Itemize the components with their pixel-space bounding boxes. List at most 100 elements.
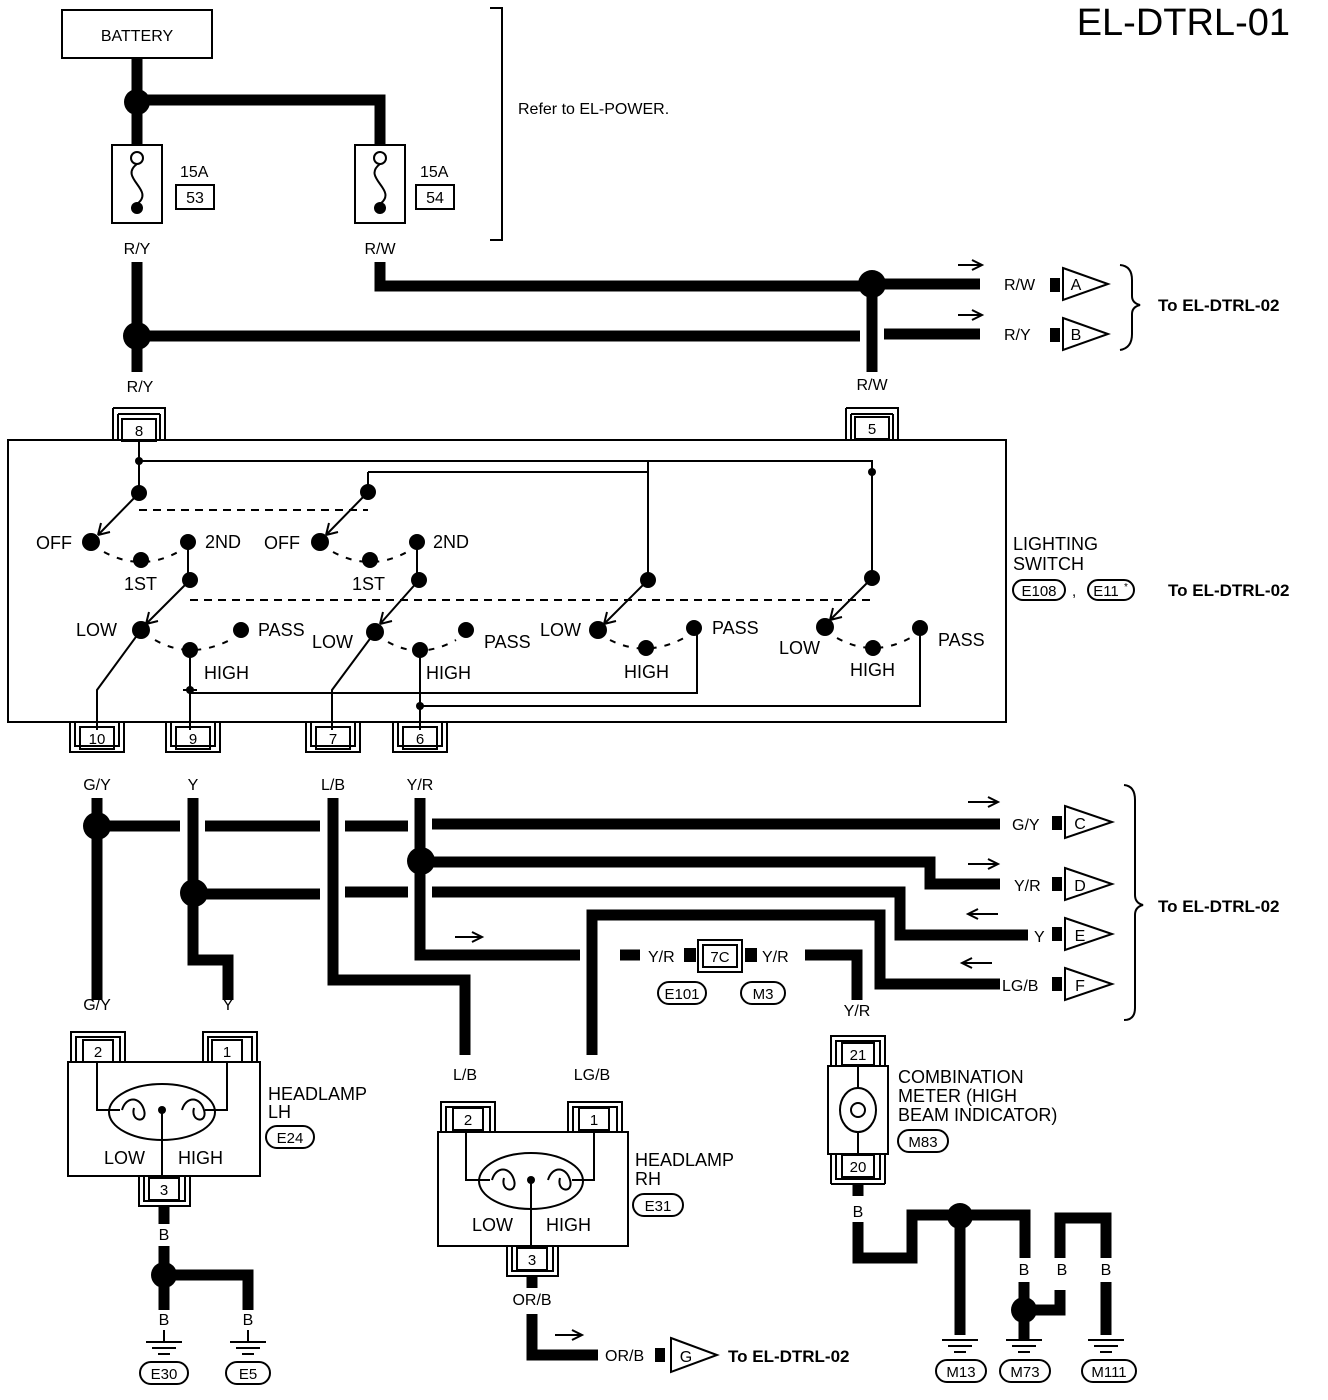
svg-text:R/W: R/W [1004, 277, 1036, 294]
splice-battery [124, 89, 150, 115]
svg-text:E5: E5 [239, 1366, 257, 1383]
svg-text:OFF: OFF [36, 533, 72, 553]
headlamp-rh: 2 1 LOW HIGH 3 HEADLAMP RH E31 [437, 1101, 734, 1277]
svg-text:G/Y: G/Y [1012, 817, 1040, 834]
svg-text:HEADLAMP: HEADLAMP [268, 1084, 367, 1104]
splice-ry [123, 322, 151, 350]
svg-text:PASS: PASS [938, 630, 985, 650]
svg-text:B: B [1057, 1262, 1068, 1279]
svg-text:R/Y: R/Y [127, 379, 154, 396]
svg-text:20: 20 [850, 1159, 867, 1176]
svg-text:6: 6 [416, 731, 424, 748]
fuse-54: 15A 54 [354, 144, 455, 224]
svg-text:LOW: LOW [779, 638, 820, 658]
svg-text:Y: Y [188, 777, 199, 794]
svg-text:HIGH: HIGH [426, 663, 471, 683]
ground-m73 [999, 1359, 1051, 1383]
svg-text:LOW: LOW [76, 620, 117, 640]
svg-text:LG/B: LG/B [1002, 978, 1038, 995]
connector-b [1062, 316, 1111, 352]
ground-e5 [225, 1361, 271, 1385]
svg-text:B: B [159, 1312, 170, 1329]
svg-text:Y: Y [223, 997, 234, 1014]
ref-top: To EL-DTRL-02 [1158, 296, 1280, 315]
svg-text:M13: M13 [946, 1364, 975, 1381]
lower-wiring [83, 798, 1028, 1055]
svg-text:LG/B: LG/B [574, 1067, 610, 1084]
connector-f [1064, 966, 1116, 1002]
svg-text:LOW: LOW [312, 632, 353, 652]
connector-a [1062, 266, 1111, 302]
svg-text:E101: E101 [664, 986, 699, 1003]
svg-text:PASS: PASS [258, 620, 305, 640]
svg-text:B: B [243, 1312, 254, 1329]
svg-text:7: 7 [329, 731, 337, 748]
svg-text:E31: E31 [645, 1198, 672, 1215]
svg-text:L/B: L/B [453, 1067, 477, 1084]
svg-text:LOW: LOW [104, 1148, 145, 1168]
headlamp-lh: 2 1 LOW HIGH 3 HEADLAMP LH E24 [67, 1031, 367, 1207]
ref-bottom: To EL-DTRL-02 [728, 1347, 850, 1366]
battery-label: BATTERY [101, 28, 174, 45]
svg-text:OR/B: OR/B [605, 1348, 644, 1365]
svg-text:METER (HIGH: METER (HIGH [898, 1086, 1017, 1106]
conn-e11: E11 [1093, 583, 1119, 600]
svg-text:C: C [1074, 816, 1086, 833]
svg-text:M83: M83 [908, 1134, 937, 1151]
svg-text:3: 3 [528, 1252, 536, 1269]
svg-text:B: B [853, 1204, 864, 1221]
connector-g [670, 1336, 720, 1374]
svg-text:21: 21 [850, 1047, 867, 1064]
combination-meter: 21 20 COMBINATION METER (HIGH BEAM INDIC… [827, 1035, 1057, 1185]
inline-connector-7c [697, 939, 743, 973]
svg-text:1ST: 1ST [124, 574, 157, 594]
svg-text:9: 9 [189, 731, 197, 748]
switch-name: LIGHTING [1013, 534, 1098, 554]
svg-text:HEADLAMP: HEADLAMP [635, 1150, 734, 1170]
svg-text:G/Y: G/Y [83, 777, 111, 794]
splice-rw [858, 270, 886, 298]
svg-text:B: B [1071, 327, 1082, 344]
svg-text:E24: E24 [277, 1130, 304, 1147]
svg-text:HIGH: HIGH [624, 662, 669, 682]
wire-label-ry-1: R/Y [124, 241, 151, 258]
ground-m13 [935, 1359, 987, 1383]
svg-text:R/W: R/W [856, 377, 888, 394]
switch-internals: OFF 1ST 2ND OFF 1ST 2ND LOW HIGH PASS LO… [36, 440, 985, 730]
svg-text:Y/R: Y/R [844, 1003, 871, 1020]
svg-text:M111: M111 [1091, 1364, 1126, 1381]
svg-text:E: E [1075, 928, 1086, 945]
conn-e108: E108 [1021, 583, 1056, 600]
refer-bracket [490, 7, 503, 241]
svg-text:7C: 7C [710, 949, 729, 966]
ground-m111 [1081, 1359, 1137, 1383]
svg-text:LOW: LOW [540, 620, 581, 640]
svg-text:M3: M3 [753, 986, 774, 1003]
svg-text:F: F [1075, 978, 1085, 995]
svg-text:53: 53 [186, 190, 204, 207]
page-title: EL-DTRL-01 [1077, 2, 1290, 44]
svg-text:OFF: OFF [264, 533, 300, 553]
svg-text:L/B: L/B [321, 777, 345, 794]
svg-text:1: 1 [590, 1112, 598, 1129]
svg-text:M73: M73 [1010, 1364, 1039, 1381]
svg-text:Y/R: Y/R [648, 949, 675, 966]
wire-label-rw-1: R/W [364, 241, 396, 258]
svg-text:HIGH: HIGH [546, 1215, 591, 1235]
svg-text:10: 10 [89, 731, 106, 748]
svg-text:2: 2 [94, 1044, 102, 1061]
lighting-switch-box [7, 439, 1007, 723]
pin-5: 5 [868, 421, 876, 438]
svg-text:RH: RH [635, 1169, 661, 1189]
svg-text:PASS: PASS [712, 618, 759, 638]
svg-text:COMBINATION: COMBINATION [898, 1067, 1024, 1087]
svg-text:15A: 15A [180, 164, 209, 181]
svg-text:Y/R: Y/R [407, 777, 434, 794]
svg-text:B: B [159, 1227, 170, 1244]
connector-c [1064, 804, 1116, 840]
svg-text:SWITCH: SWITCH [1013, 554, 1084, 574]
svg-text:B: B [1101, 1262, 1112, 1279]
svg-text:B: B [1019, 1262, 1030, 1279]
ground-e30 [139, 1361, 189, 1385]
